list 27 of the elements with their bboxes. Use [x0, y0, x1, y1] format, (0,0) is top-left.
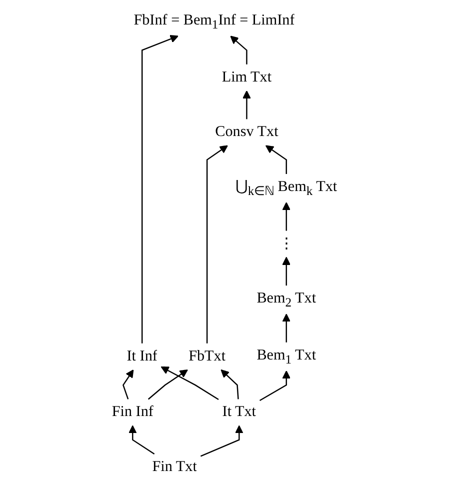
node-text: Fin Txt [152, 458, 197, 475]
node-text: Fin Inf [112, 404, 154, 420]
arrow [230, 36, 248, 64]
arrow [206, 145, 228, 344]
node-text: It Txt [222, 404, 256, 420]
arrow [242, 90, 251, 120]
arrow [128, 425, 155, 455]
arrow [282, 256, 291, 286]
node-text: Bem$_{2}$ Txt [256, 290, 316, 310]
node-text: It Inf [126, 348, 158, 364]
node-text: Consv Txt [215, 124, 278, 140]
arrow [220, 369, 239, 400]
arrow [200, 425, 244, 457]
node-text: ⋃$_{k∈ℕ}$ Bem$_{k}$ Txt [236, 178, 338, 198]
arrow [282, 314, 291, 342]
arrow [122, 369, 134, 400]
arrow [148, 369, 188, 400]
node-text: ⋮ [278, 236, 294, 252]
arrow [265, 145, 287, 174]
arrow [141, 34, 178, 344]
arrow [259, 370, 291, 401]
node-text: Bem$_{1}$ Txt [256, 347, 316, 366]
node-text: FbInf = Bem$_{1}$Inf = LimInf [134, 12, 295, 32]
node-text: Lim Txt [222, 69, 272, 86]
arrow [160, 366, 219, 400]
node-text: FbTxt [188, 348, 226, 364]
arrow [282, 202, 291, 231]
